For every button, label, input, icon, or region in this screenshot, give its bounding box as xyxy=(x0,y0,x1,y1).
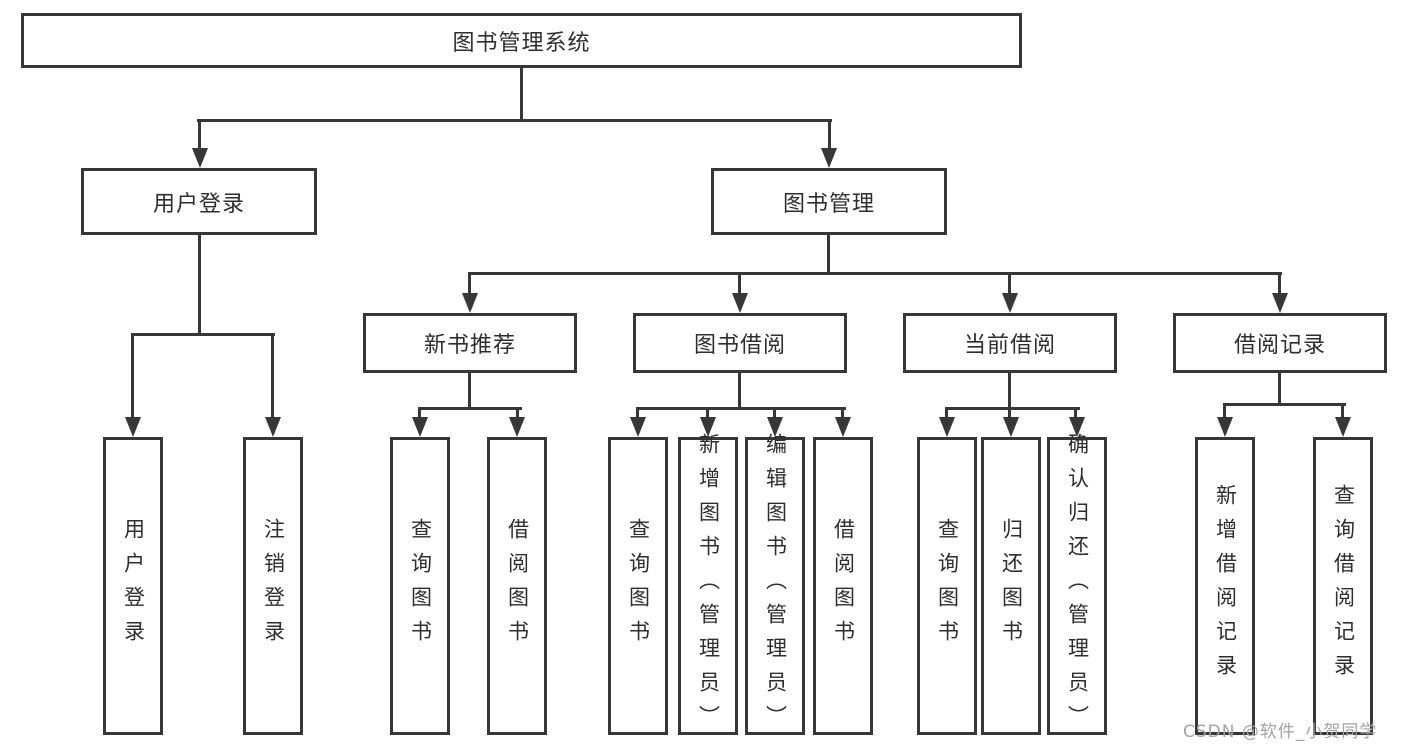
node-leaf-edit-books-admin-label: 编辑图书（管理员） xyxy=(763,433,788,739)
connector-line xyxy=(841,407,844,421)
node-book-borrow-label: 图书借阅 xyxy=(693,333,786,358)
node-library-system: 图书管理系统 xyxy=(21,13,1022,68)
connector-line xyxy=(1008,407,1011,421)
arrowhead-down-icon xyxy=(835,417,851,437)
connector-line xyxy=(636,407,846,410)
connector-line xyxy=(1278,373,1281,406)
connector-line xyxy=(1278,272,1281,297)
arrowhead-down-icon xyxy=(1217,417,1233,437)
connector-line xyxy=(738,373,741,410)
connector-line xyxy=(468,373,471,410)
node-user-login-label: 用户登录 xyxy=(152,191,245,217)
connector-line xyxy=(1008,373,1011,410)
connector-line xyxy=(773,407,776,421)
connector-line xyxy=(468,272,471,297)
node-current-borrow: 当前借阅 xyxy=(903,313,1117,373)
arrowhead-down-icon xyxy=(1335,417,1351,437)
arrowhead-down-icon xyxy=(767,417,783,437)
connector-line xyxy=(636,407,639,421)
node-borrow-records-label: 借阅记录 xyxy=(1233,333,1326,358)
node-leaf-add-borrow-record: 新增借阅记录 xyxy=(1195,437,1255,735)
arrowhead-down-icon xyxy=(821,148,837,168)
connector-line xyxy=(131,333,134,421)
connector-line xyxy=(131,333,275,336)
node-leaf-query-books-current-label: 查询图书 xyxy=(935,518,960,654)
node-leaf-borrow-books-recommend-label: 借阅图书 xyxy=(505,518,530,654)
node-leaf-user-login: 用户登录 xyxy=(103,437,163,735)
node-new-book-recommend-label: 新书推荐 xyxy=(423,333,516,358)
arrowhead-down-icon xyxy=(509,417,525,437)
node-leaf-borrow-books-recommend: 借阅图书 xyxy=(487,437,547,735)
node-current-borrow-label: 当前借阅 xyxy=(963,333,1056,358)
node-leaf-query-books-current: 查询图书 xyxy=(917,437,977,735)
arrowhead-down-icon xyxy=(939,417,955,437)
node-book-borrow: 图书借阅 xyxy=(633,313,847,373)
connector-line xyxy=(198,119,201,152)
node-leaf-edit-books-admin: 编辑图书（管理员） xyxy=(745,433,805,739)
arrowhead-down-icon xyxy=(192,148,208,168)
connector-line xyxy=(828,119,831,152)
csdn-watermark: CSDN @软件_小贺同学 xyxy=(1183,722,1378,742)
node-leaf-confirm-return-admin: 确认归还（管理员） xyxy=(1047,433,1107,739)
arrowhead-down-icon xyxy=(700,417,716,437)
connector-line xyxy=(418,407,421,421)
node-leaf-add-books-admin: 新增图书（管理员） xyxy=(678,433,738,739)
connector-line xyxy=(520,68,523,121)
arrowhead-down-icon xyxy=(412,417,428,437)
connector-line xyxy=(271,333,274,421)
connector-line xyxy=(1223,403,1226,421)
node-leaf-borrow-books: 借阅图书 xyxy=(813,437,873,735)
node-leaf-add-borrow-record-label: 新增借阅记录 xyxy=(1213,484,1238,688)
arrowhead-down-icon xyxy=(732,293,748,313)
arrowhead-down-icon xyxy=(462,293,478,313)
connector-line xyxy=(706,407,709,421)
node-leaf-return-books: 归还图书 xyxy=(981,437,1041,735)
connector-line xyxy=(945,407,1080,410)
connector-line xyxy=(1008,272,1011,297)
arrowhead-down-icon xyxy=(1272,293,1288,313)
connector-line xyxy=(418,407,522,410)
node-leaf-add-books-admin-label: 新增图书（管理员） xyxy=(696,433,721,739)
node-leaf-logout-label: 注销登录 xyxy=(261,518,286,654)
node-book-management: 图书管理 xyxy=(711,168,947,235)
connector-line xyxy=(827,235,830,275)
connector-line xyxy=(1341,403,1344,421)
arrowhead-down-icon xyxy=(265,417,281,437)
connector-line xyxy=(1223,403,1346,406)
connector-line xyxy=(198,235,201,336)
node-leaf-user-login-label: 用户登录 xyxy=(121,518,146,654)
node-leaf-query-borrow-record: 查询借阅记录 xyxy=(1313,437,1373,735)
node-leaf-query-books-recommend: 查询图书 xyxy=(390,437,450,735)
node-library-system-label: 图书管理系统 xyxy=(452,30,591,56)
arrowhead-down-icon xyxy=(125,417,141,437)
arrowhead-down-icon xyxy=(630,417,646,437)
node-leaf-borrow-books-label: 借阅图书 xyxy=(831,518,856,654)
node-leaf-query-borrow-record-label: 查询借阅记录 xyxy=(1331,484,1356,688)
arrowhead-down-icon xyxy=(1003,417,1019,437)
node-leaf-query-books-recommend-label: 查询图书 xyxy=(408,518,433,654)
connector-line xyxy=(516,407,519,421)
connector-line xyxy=(738,272,741,297)
node-user-login: 用户登录 xyxy=(81,168,317,235)
node-leaf-query-books-borrow: 查询图书 xyxy=(608,437,668,735)
arrowhead-down-icon xyxy=(1002,293,1018,313)
node-leaf-confirm-return-admin-label: 确认归还（管理员） xyxy=(1065,433,1090,739)
connector-line xyxy=(1074,407,1077,421)
arrowhead-down-icon xyxy=(1069,417,1085,437)
connector-line xyxy=(945,407,948,421)
node-book-management-label: 图书管理 xyxy=(782,191,875,217)
node-leaf-query-books-borrow-label: 查询图书 xyxy=(626,518,651,654)
node-borrow-records: 借阅记录 xyxy=(1173,313,1387,373)
node-new-book-recommend: 新书推荐 xyxy=(363,313,577,373)
connector-line xyxy=(468,272,1282,275)
connector-line xyxy=(197,119,832,122)
node-leaf-logout: 注销登录 xyxy=(243,437,303,735)
node-leaf-return-books-label: 归还图书 xyxy=(999,518,1024,654)
